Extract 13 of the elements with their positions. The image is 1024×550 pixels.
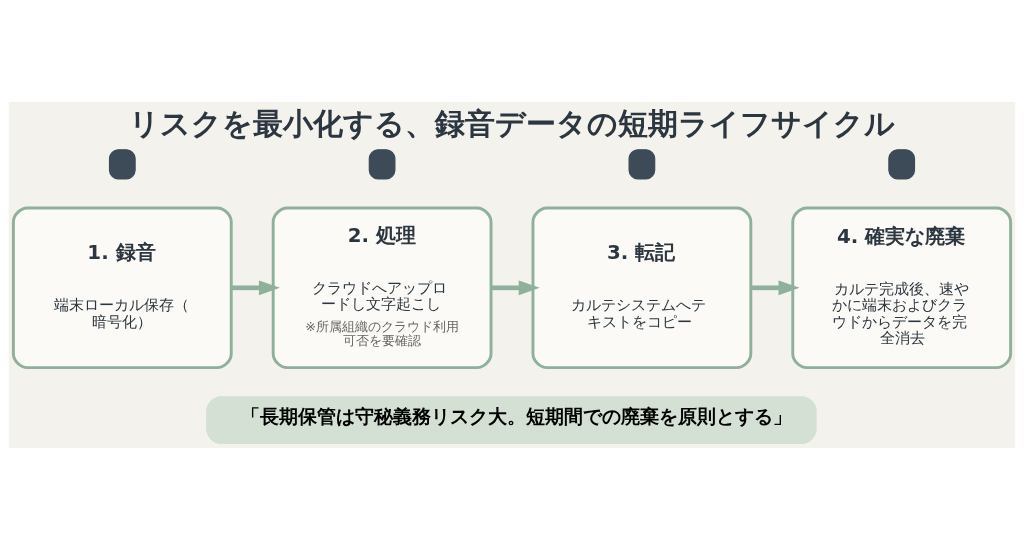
node-box: 3. 転記 カルテシステムへテキストをコピー bbox=[531, 206, 753, 370]
node-box: 4. 確実な廃棄 カルテ完成後、速やかに端末およびクラウドからデータを完全消去 bbox=[791, 206, 1013, 370]
arrow bbox=[491, 280, 540, 296]
node-lock bbox=[628, 149, 656, 180]
node-lock bbox=[108, 149, 136, 180]
node-box: 「長期保管は守秘義務リスク大。短期間での廃棄を原則とする」 bbox=[206, 396, 817, 444]
node-box: 1. 録音 端末ローカル保存（暗号化） bbox=[11, 206, 233, 370]
arrow bbox=[751, 280, 800, 296]
node-lock bbox=[368, 149, 396, 180]
arrow bbox=[231, 280, 280, 296]
node-lock bbox=[888, 149, 916, 180]
diagram-title: リスクを最小化する、録音データの短期ライフサイクル bbox=[129, 106, 896, 142]
node-box: 2. 処理 クラウドへアップロードし文字起こし ※所属組織のクラウド利用可否を要確認 bbox=[271, 206, 493, 370]
